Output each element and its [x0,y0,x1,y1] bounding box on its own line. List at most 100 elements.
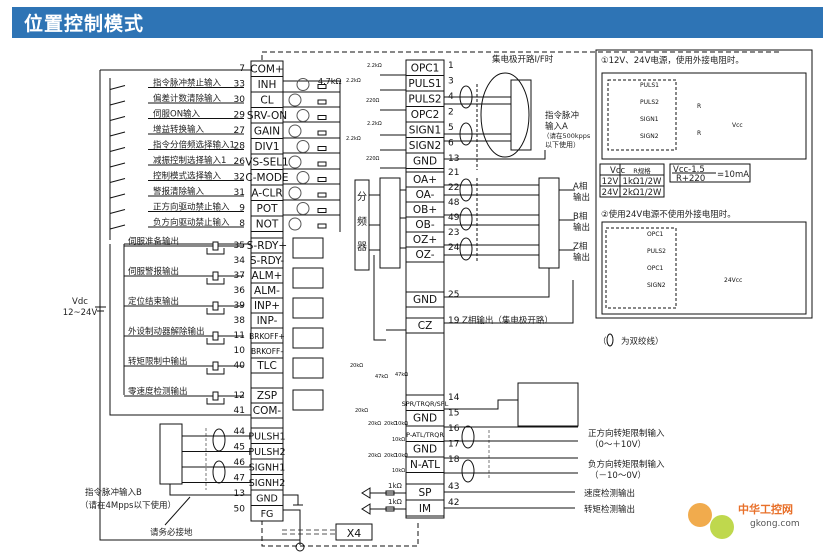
pin-name: GND [413,156,437,168]
buffer-icon [361,487,371,499]
pin-cell [405,291,445,308]
pin-cell [405,317,445,334]
pin-number: 38 [234,316,246,326]
buffer-icon [361,503,371,515]
watermark-domain: gkong.com [750,519,800,529]
optocoupler-icon [288,155,302,169]
pin-number: 7 [239,64,245,74]
resistor-label: 20kΩ [368,453,381,459]
pin-name: OZ- [415,249,434,261]
resistor-label: 2.2kΩ [346,78,361,84]
pin-name: GND [413,444,437,456]
resistor-icon [317,161,327,167]
signal-label: 偏差计数清除输入 [153,93,222,104]
relay-coil-icon [212,361,219,371]
resistor-icon [317,223,327,229]
resistor-label: 2.2kΩ [367,63,382,69]
pin-name: TLC [256,360,277,372]
switch-icon [109,147,126,156]
pin-name: BRKOFF- [251,347,283,356]
pin-name: PULS1 [408,78,441,90]
switch-icon [109,162,126,171]
relay-coil-icon [212,301,219,311]
resistor-label: 47kΩ [395,372,408,378]
input-resistor-label: 4.7kΩ [318,77,341,86]
pin-number: 5 [448,123,454,133]
switch-icon [109,131,126,140]
neg-torque-range: （－10～0V） [590,470,646,481]
pin-name: COM- [253,405,282,417]
signal-label: 负方向驱动禁止输入 [153,217,230,228]
pin-number: 22 [448,183,459,193]
pin-cell [405,499,445,517]
note-heading-2: ②使用24V电源不使用外接电阻时。 [601,209,736,220]
pin-number: 17 [448,440,459,450]
resistor-icon [317,192,327,198]
watermark-gear-icon [710,515,734,539]
resistor-label: 220Ω [366,156,380,162]
resistor-label: 20kΩ [355,408,368,414]
pin-number: 46 [234,458,246,468]
divider-label: 分 [357,191,367,203]
resistor-label: 10kΩ [395,421,408,427]
pin-name: GND [413,294,437,306]
pin-name: SIGN1 [409,125,441,137]
note-pin-label: SIGN1 [640,116,659,123]
monitor-label: 速度检测输出 [584,488,635,499]
pin-number: 41 [234,406,245,416]
optocoupler-icon [288,93,302,107]
formula-denominator: R+220 [676,174,705,184]
table-cell: 2kΩ1/2W [623,188,663,198]
chassis-outline [261,51,782,60]
notes-box [595,49,813,319]
pin-name: OZ+ [413,234,437,246]
pin-number: 28 [234,142,246,152]
table-cell: 12V [602,177,619,187]
twisted-pair-legend: 为双绞线） [621,336,664,347]
pin-name: OA+ [413,174,437,186]
pin-name: SP [419,487,432,499]
note-pin-label: OPC1 [647,265,664,272]
pin-number: 14 [448,393,460,403]
pin-cell [405,246,445,263]
signal-label: 零速度检测输出 [128,386,188,397]
note1-inner-dashed [607,79,677,151]
pin-number: 26 [234,157,246,167]
pin-name: GND [413,413,437,425]
pin-name: OB+ [413,204,437,216]
pin-name: CL [260,95,273,107]
pin-name: OPC2 [411,109,440,121]
pin-number: 44 [234,427,246,437]
signal-label: 指令脉冲禁止输入 [153,78,222,89]
vdc-label: Vdc [72,297,88,307]
pin-number: 15 [448,409,459,419]
pin-number: 19 [448,316,460,326]
resistor-icon [317,208,327,213]
pin-name: NOT [256,219,279,231]
note-pin-label: PULS1 [640,82,659,89]
leader-line [164,496,191,526]
pin-number: 10 [234,346,246,356]
pin-number: 3 [448,77,454,87]
pin-name: INP- [257,315,278,327]
monitor-label: 转矩检测输出 [584,504,635,515]
pin-number: 24 [448,243,460,253]
formula-numerator: Vcc-1.5 [673,165,705,175]
pin-name: OA- [416,189,435,201]
pin-name: P-ATL/TRQR [406,431,444,439]
switch-icon [109,100,126,109]
pin-cell [405,152,445,169]
resistor-icon [317,177,327,182]
pin-name: SIGNH2 [249,478,286,489]
signal-label: 减振控制选择输入1 [153,155,226,166]
neg-torque-label: 负方向转矩限制输入 [588,459,665,470]
pin-name: INP+ [254,300,280,312]
twisted-pair-open: （ [598,336,607,347]
pin-number: 23 [448,228,459,238]
diode-icon [206,338,225,345]
resistor-icon [317,146,327,151]
resistor-label: 10kΩ [392,468,405,474]
phase-label: 输出 [573,222,590,233]
pin-number: 32 [234,173,245,183]
optocoupler-icon [288,186,302,200]
